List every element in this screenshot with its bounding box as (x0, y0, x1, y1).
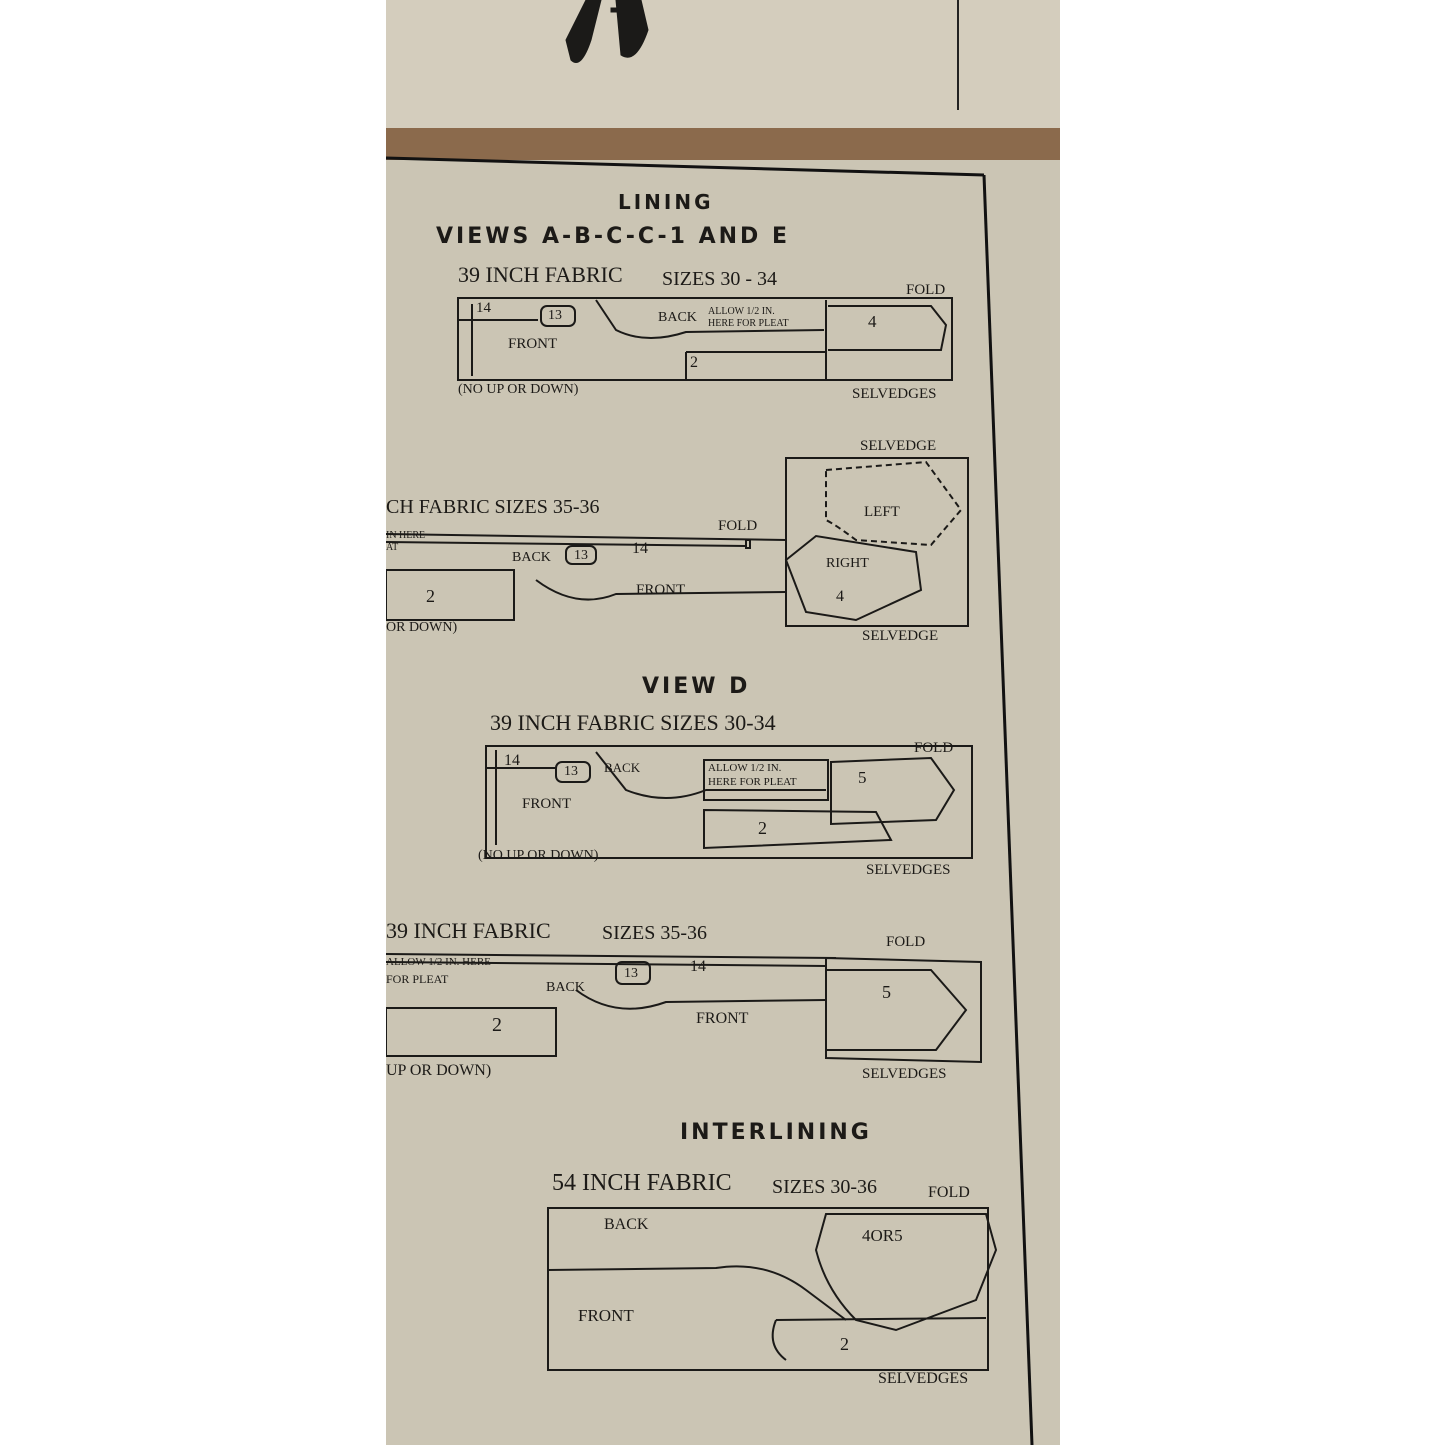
lining-l2-in-here: IN HERE (386, 530, 426, 541)
interlining-fabric: 54 INCH FABRIC (552, 1170, 732, 1196)
lining-layout1-drawing (457, 297, 953, 381)
view-d-l2-piece-2: 2 (492, 1014, 502, 1036)
view-d-l1-allow: ALLOW 1/2 IN. (708, 762, 782, 774)
lining-l2-fabric: CH FABRIC SIZES 35-36 (386, 496, 600, 518)
view-d-l1-note: (NO UP OR DOWN) (478, 848, 599, 863)
lining-l2-piece-right: RIGHT (826, 556, 869, 571)
lining-views-title: VIEWS A-B-C-C-1 AND E (436, 224, 790, 249)
lining-l1-allow: ALLOW 1/2 IN. (708, 306, 775, 317)
view-d-title: VIEW D (642, 674, 751, 699)
shoes-illustration (565, 0, 649, 63)
lining-l2-piece-14: 14 (632, 540, 648, 557)
view-d-l2-note: UP OR DOWN) (386, 1062, 492, 1079)
lining-l2-selvedge-top: SELVEDGE (860, 438, 937, 454)
view-d-l1-piece-front: FRONT (522, 796, 572, 812)
view-d-l2-piece-front: FRONT (696, 1010, 749, 1027)
layout-drawings (386, 0, 1034, 1445)
lining-l1-fold: FOLD (906, 282, 946, 298)
lining-l1-note: (NO UP OR DOWN) (458, 382, 579, 397)
lining-l2-piece-4: 4 (836, 588, 844, 605)
lining-l1-fabric: 39 INCH FABRIC (458, 262, 623, 287)
interlining-piece-4or5: 4OR5 (862, 1226, 903, 1245)
view-d-l1-pleat: HERE FOR PLEAT (708, 776, 797, 788)
interlining-piece-back: BACK (604, 1216, 649, 1233)
lining-l1-pleat: HERE FOR PLEAT (708, 318, 789, 329)
interlining-title: INTERLINING (680, 1120, 872, 1145)
interlining-drawing (547, 1207, 998, 1371)
view-d-l2-piece-back: BACK (546, 980, 585, 995)
view-d-l2-fold: FOLD (886, 934, 926, 950)
view-d-layout1-drawing (485, 745, 973, 859)
view-d-l1-piece-13: 13 (564, 764, 578, 779)
view-d-l2-fabric: 39 INCH FABRIC (386, 918, 551, 943)
view-d-l2-piece-5: 5 (882, 982, 891, 1002)
view-d-l2-allow: ALLOW 1/2 IN. HERE (386, 956, 491, 968)
pattern-instruction-sheet: LINING VIEWS A-B-C-C-1 AND E 39 INCH FAB… (386, 0, 1060, 1445)
view-d-l1-fold: FOLD (914, 740, 954, 756)
view-d-l1-fabric: 39 INCH FABRIC SIZES 30-34 (490, 710, 776, 735)
lining-l1-piece-13: 13 (548, 308, 562, 323)
lining-l2-piece-2: 2 (426, 586, 435, 606)
interlining-sizes: SIZES 30-36 (772, 1176, 877, 1198)
view-d-l1-piece-back: BACK (604, 760, 641, 775)
lining-l1-sizes: SIZES 30 - 34 (662, 268, 777, 290)
lining-l1-piece-4: 4 (868, 312, 877, 331)
view-d-l2-selvedges: SELVEDGES (862, 1066, 947, 1082)
view-d-layout2-drawing (386, 953, 982, 1064)
lining-l2-note: OR DOWN) (386, 620, 458, 635)
lining-l2-piece-13: 13 (574, 548, 588, 563)
view-d-l1-selvedges: SELVEDGES (866, 862, 951, 878)
lining-l2-piece-left: LEFT (864, 504, 900, 520)
lining-l1-selvedges: SELVEDGES (852, 386, 937, 402)
wood-table-gap (386, 128, 1060, 162)
torn-envelope-top (386, 0, 1060, 150)
lining-l2-fold: FOLD (718, 518, 758, 534)
lining-layout2-drawing (386, 457, 969, 627)
view-d-l1-piece-2: 2 (758, 818, 767, 838)
cutting-layout-page (386, 160, 1060, 1445)
lining-l1-piece-14: 14 (476, 300, 491, 316)
view-d-l2-pleat: FOR PLEAT (386, 972, 449, 986)
interlining-piece-2: 2 (840, 1334, 849, 1354)
lining-l2-piece-front: FRONT (636, 582, 686, 598)
lining-l1-piece-2: 2 (690, 354, 698, 371)
lining-l2-piece-back: BACK (512, 550, 551, 565)
interlining-piece-front: FRONT (578, 1306, 634, 1325)
view-d-l1-piece-5: 5 (858, 768, 867, 787)
lining-l1-piece-front: FRONT (508, 336, 558, 352)
view-d-l2-piece-13: 13 (624, 966, 638, 981)
lining-l2-selvedge-bottom: SELVEDGE (862, 628, 939, 644)
lining-title: LINING (618, 190, 714, 214)
interlining-fold: FOLD (928, 1184, 970, 1201)
lining-l2-at: AT (386, 542, 399, 553)
view-d-l2-piece-14: 14 (690, 958, 706, 975)
page-right-border (982, 174, 1034, 1445)
view-d-l2-sizes: SIZES 35-36 (602, 922, 707, 944)
interlining-selvedges: SELVEDGES (878, 1370, 969, 1387)
page-top-border (386, 156, 985, 177)
lining-l1-piece-back: BACK (658, 310, 697, 325)
view-d-l1-piece-14: 14 (504, 752, 520, 769)
